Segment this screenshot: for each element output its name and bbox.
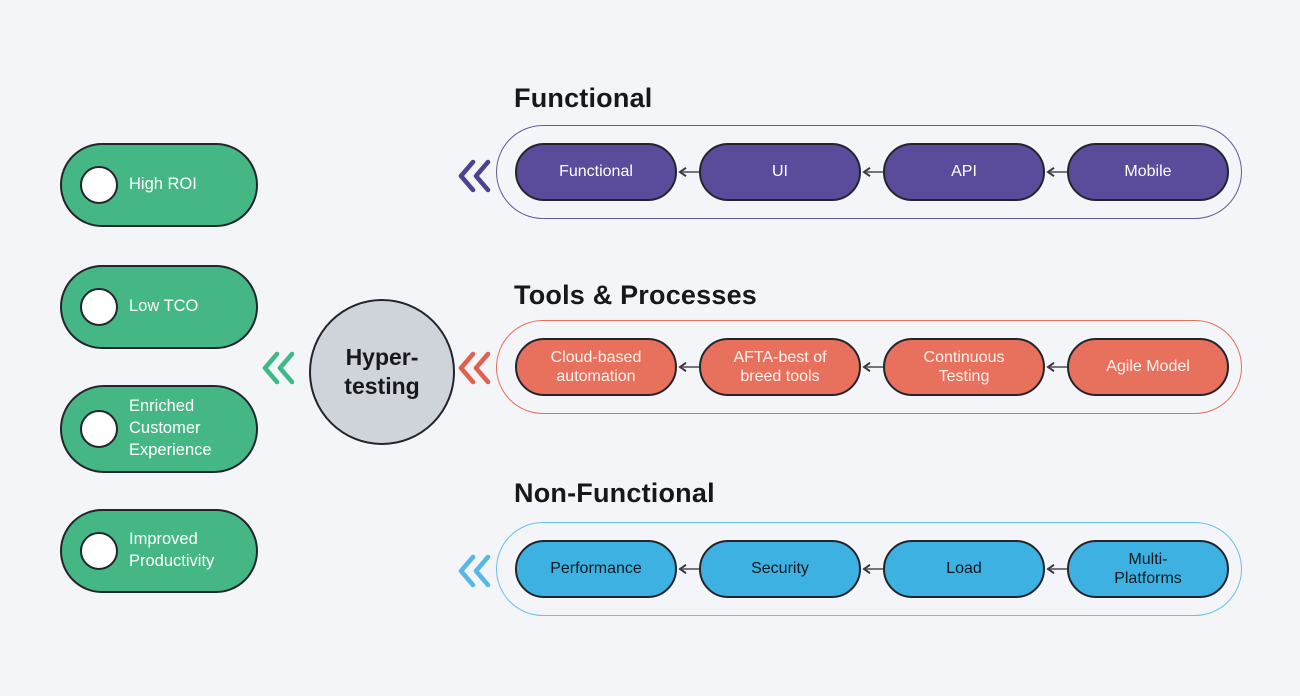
- left-arrow-icon: [861, 165, 883, 179]
- non-functional-track: Performance Security Load Multi-Platform…: [496, 522, 1242, 616]
- double-chevron-left-icon: [457, 158, 493, 194]
- double-chevron-left-icon: [261, 350, 297, 386]
- pill-cloud-based-automation: Cloud-based automation: [515, 338, 677, 396]
- pill-functional: Functional: [515, 143, 677, 201]
- group-title-tools-processes: Tools & Processes: [514, 280, 757, 310]
- group-title-functional: Functional: [514, 83, 653, 113]
- pill-load: Load: [883, 540, 1045, 598]
- pill-label: Multi-Platforms: [1114, 550, 1182, 587]
- left-arrow-icon: [861, 562, 883, 576]
- pill-agile-model: Agile Model: [1067, 338, 1229, 396]
- benefit-label: Enriched Customer Experience: [129, 397, 212, 459]
- pill-label: Agile Model: [1106, 358, 1190, 376]
- left-arrow-icon: [677, 562, 699, 576]
- pill-afta-best-of-breed-tools: AFTA-best of breed tools: [699, 338, 861, 396]
- bullet-dot: [80, 410, 118, 448]
- pill-mobile: Mobile: [1067, 143, 1229, 201]
- pill-label: Mobile: [1124, 163, 1172, 181]
- left-arrow-icon: [861, 360, 883, 374]
- benefit-label: High ROI: [129, 175, 197, 194]
- left-arrow-icon: [1045, 165, 1067, 179]
- pill-label: AFTA-best of breed tools: [733, 348, 827, 385]
- tools-processes-track: Cloud-based automation AFTA-best of bree…: [496, 320, 1242, 414]
- pill-performance: Performance: [515, 540, 677, 598]
- pill-label: Load: [946, 560, 982, 578]
- pill-continuous-testing: Continuous Testing: [883, 338, 1045, 396]
- left-arrow-icon: [1045, 562, 1067, 576]
- group-title-non-functional: Non-Functional: [514, 478, 715, 508]
- pill-label: Performance: [550, 560, 642, 578]
- pill-label: Cloud-based automation: [550, 348, 642, 385]
- benefit-label: Improved Productivity: [129, 530, 215, 570]
- pill-api: API: [883, 143, 1045, 201]
- double-chevron-left-icon: [457, 553, 493, 589]
- bullet-dot: [80, 288, 118, 326]
- left-arrow-icon: [677, 360, 699, 374]
- pill-label: Security: [751, 560, 809, 578]
- pill-label: UI: [772, 163, 788, 181]
- benefit-pill-enriched-customer-experience: Enriched Customer Experience: [60, 385, 258, 473]
- hub-circle: Hyper-testing: [309, 299, 455, 445]
- benefit-pill-high-roi: High ROI: [60, 143, 258, 227]
- functional-track: Functional UI API Mobile: [496, 125, 1242, 219]
- double-chevron-left-icon: [457, 350, 493, 386]
- pill-multi-platforms: Multi-Platforms: [1067, 540, 1229, 598]
- left-arrow-icon: [1045, 360, 1067, 374]
- pill-label: API: [951, 163, 977, 181]
- benefit-pill-improved-productivity: Improved Productivity: [60, 509, 258, 593]
- pill-label: Functional: [559, 163, 633, 181]
- pill-label: Continuous Testing: [923, 348, 1005, 385]
- benefit-pill-low-tco: Low TCO: [60, 265, 258, 349]
- pill-security: Security: [699, 540, 861, 598]
- bullet-dot: [80, 532, 118, 570]
- bullet-dot: [80, 166, 118, 204]
- left-arrow-icon: [677, 165, 699, 179]
- hub-label: Hyper-testing: [344, 344, 420, 399]
- benefit-label: Low TCO: [129, 297, 199, 316]
- pill-ui: UI: [699, 143, 861, 201]
